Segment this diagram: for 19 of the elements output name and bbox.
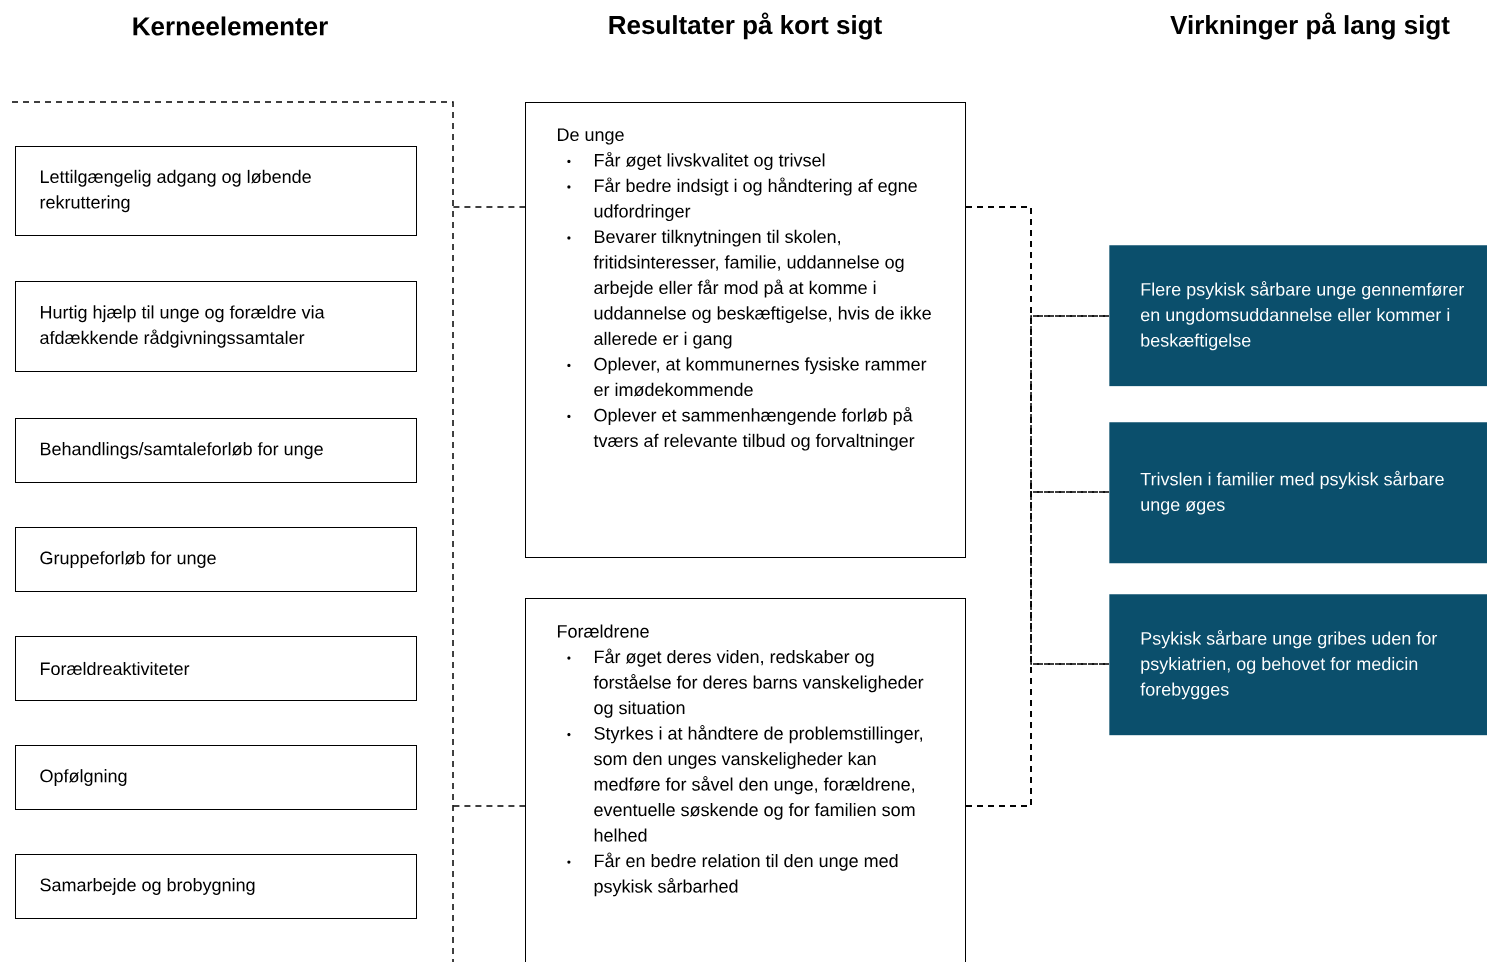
impact-box: Trivslen i familier med psykisk sårbare unge øges xyxy=(1109,422,1487,564)
impact-box: Psykisk sårbare unge gribes uden for psykiatrien, og behovet for medicin forebygges xyxy=(1109,594,1487,736)
element-box: Forældreaktiviteter xyxy=(15,636,417,701)
connector-line xyxy=(452,805,526,807)
connector-line xyxy=(965,206,1110,665)
connector-line xyxy=(452,206,526,208)
dashed-bracket xyxy=(11,101,454,962)
impact-box: Flere psykisk sårbare unge gennemfører en ungdomsuddannelse eller kommer i beskæftigelse xyxy=(1109,245,1487,387)
result-box: De unge Får øget livskvalitet og trivsel Får bedre indsigt i og håndtering af egne udfordringer Bevarer tilknytningen til skolen, fritidsinteresser, familie, uddannelse og arbejde eller får mod på at komme i uddannelse og beskæftigelse, hvis de ikke allerede er i gang Oplever, at kommunernes fysiske rammer er imødekommende Oplever et sammenhængende forløb på tværs af relevante tilbud og forvaltninger xyxy=(525,102,966,558)
element-box: Gruppeforløb for unge xyxy=(15,527,417,592)
element-box: Hurtig hjælp til unge og forældre via afdækkende rådgivningssamtaler xyxy=(15,281,417,372)
column-heading: Kerneelementer xyxy=(133,16,328,36)
column-heading: Resultater på kort sigt xyxy=(609,12,882,40)
element-box: Behandlings/samtaleforløb for unge xyxy=(15,418,417,483)
element-box: Opfølgning xyxy=(15,745,417,810)
element-box: Lettilgængelig adgang og løbende rekruttering xyxy=(15,146,417,236)
column-heading: Virkninger på lang sigt xyxy=(1170,12,1450,40)
result-box: Forældrene Får øget deres viden, redskaber og forståelse for deres barns vanskeligheder og situation Styrkes i at håndtere de problemstillinger, som den unges vanskeligheder kan medføre for såvel den unge, forældrene, eventuelle søskende og for familien som helhed Får en bedre relation til den unge med psykisk sårbarhed xyxy=(525,598,966,962)
element-box: Samarbejde og brobygning xyxy=(15,854,417,919)
